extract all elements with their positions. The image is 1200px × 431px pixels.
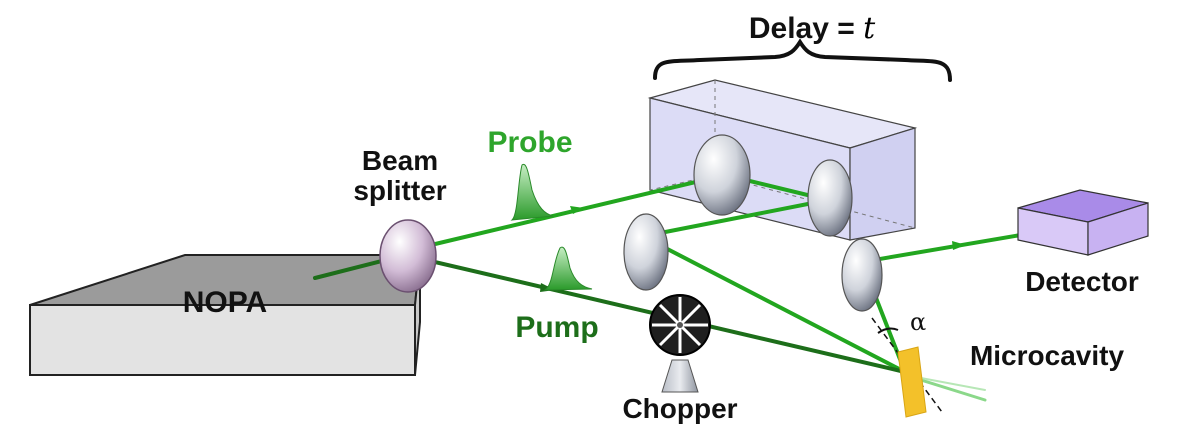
microcavity-plate: [897, 346, 927, 418]
nopa-label: NOPA: [183, 286, 267, 319]
detector-label: Detector: [1025, 266, 1139, 297]
output-mirror-icon: [841, 238, 883, 312]
angle-arc: [877, 327, 899, 334]
probe-pulse-icon: [510, 163, 554, 221]
delay-box-side: [849, 127, 916, 241]
chopper-stand: [661, 359, 699, 393]
chopper: Chopper: [622, 294, 738, 424]
beam-splitter-label-line1: Beam: [362, 145, 438, 176]
delay-mirror-1-icon: [693, 134, 751, 216]
microcavity-label: Microcavity: [970, 340, 1124, 371]
chopper-wheel-icon: [649, 294, 711, 356]
round-lens-icon: [379, 219, 437, 293]
mirrors: [623, 134, 883, 312]
delay-stage: [647, 79, 918, 241]
probe-beam-to-microcavity: [648, 238, 907, 374]
delay-label: Delay = t: [749, 11, 876, 46]
delay-mirror-2-icon: [807, 159, 853, 237]
probe-label: Probe: [487, 126, 572, 159]
probe-arrow-icon: [570, 206, 584, 214]
pump-pulse-icon: [543, 246, 593, 291]
probe-beam-to-delay: [408, 173, 727, 252]
nopa-box: NOPA: [29, 254, 422, 376]
beam-splitter: Beam splitter: [353, 145, 447, 293]
beam-splitter-label-line2: splitter: [353, 175, 446, 206]
detector-arrow-icon: [952, 241, 966, 250]
microcavity: α Microcavity: [871, 308, 1124, 418]
steering-mirror-icon: [623, 213, 669, 291]
chopper-label: Chopper: [622, 393, 737, 424]
pump-label: Pump: [515, 311, 598, 344]
detector: Detector: [1017, 189, 1149, 297]
delay-brace: [653, 38, 952, 82]
detector-side: [1087, 202, 1149, 256]
angle-label: α: [910, 308, 926, 336]
